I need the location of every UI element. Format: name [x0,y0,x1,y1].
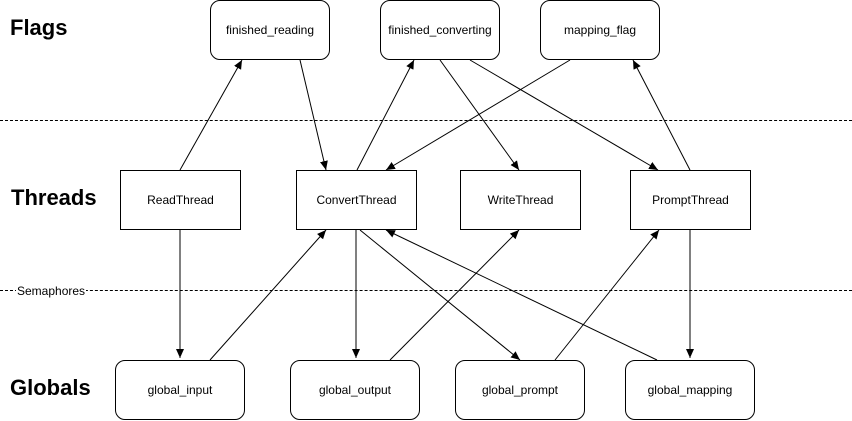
global-output: global_output [290,360,420,420]
edge-global-output-to-write [389,229,520,361]
edge-global-prompt-to-prompt [554,229,660,361]
section-label-flags: Flags [10,15,68,40]
edge-finished-converting-to-write [439,59,520,171]
global-input: global_input [115,360,245,420]
edge-prompt-to-mapping-flag [632,59,691,171]
edge-finished-reading-to-convert [299,59,328,171]
thread-read: ReadThread [120,170,241,230]
section-label-semaphores: Semaphores [16,284,87,298]
global-prompt: global_prompt [455,360,585,420]
section-label-threads: Threads [11,185,97,210]
edge-global-mapping-to-convert [385,229,658,361]
edge-mapping-flag-to-convert [385,59,571,171]
section-label-globals: Globals [10,375,91,400]
thread-convert: ConvertThread [296,170,417,230]
thread-write: WriteThread [460,170,581,230]
edge-convert-to-global-prompt [359,229,521,361]
semaphores-divider [0,290,852,291]
thread-prompt: PromptThread [630,170,751,230]
edge-finished-converting-to-prompt [469,59,659,171]
edge-convert-to-finished-converting [356,59,415,171]
edge-global-input-to-convert [209,229,327,361]
flags-threads-divider [0,120,852,121]
flag-finished-converting: finished_converting [380,0,500,60]
edge-read-to-finished-reading [179,59,243,171]
global-mapping: global_mapping [625,360,755,420]
flag-mapping-flag: mapping_flag [540,0,660,60]
flag-finished-reading: finished_reading [210,0,330,60]
